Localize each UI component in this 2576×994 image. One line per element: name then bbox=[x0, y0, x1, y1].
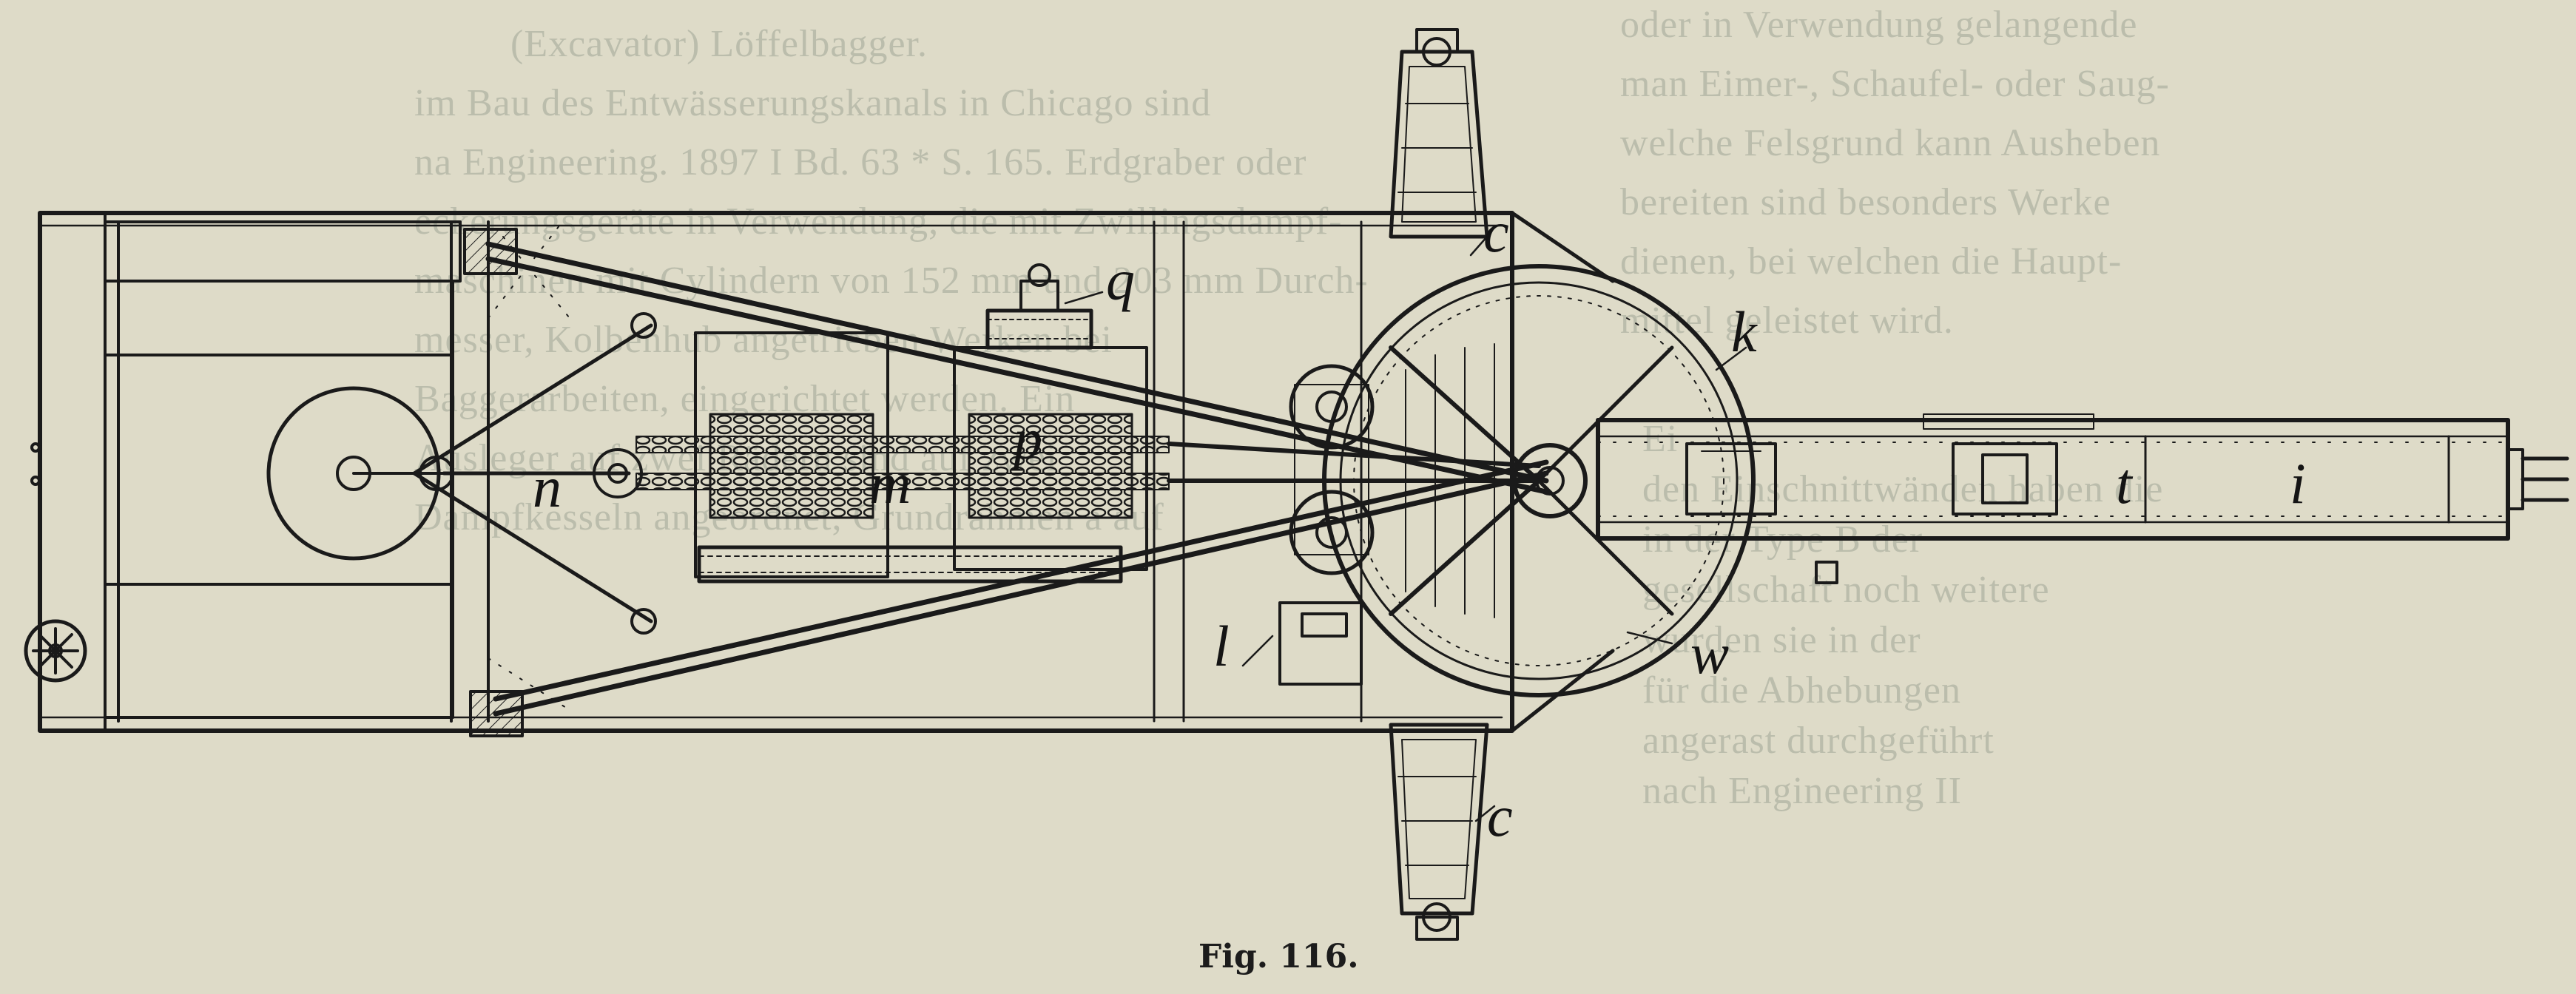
background-line: wurden sie in der bbox=[1642, 619, 1921, 661]
label-leaders bbox=[1064, 235, 1747, 822]
background-line: für die Abhebungen bbox=[1642, 669, 1962, 711]
boom-arm bbox=[1596, 413, 2569, 584]
platform-frame bbox=[38, 211, 1615, 733]
background-line: mittel geleistet wird. bbox=[1620, 300, 1954, 342]
background-line: man Eimer-, Schaufel- oder Saug- bbox=[1620, 63, 2170, 105]
label-l: l bbox=[1213, 614, 1230, 678]
label-w: w bbox=[1690, 621, 1730, 686]
pinion-q bbox=[985, 263, 1093, 350]
hand-wheel bbox=[24, 619, 87, 683]
background-line: dienen, bei welchen die Haupt- bbox=[1620, 240, 2122, 283]
label-q: q bbox=[1106, 248, 1135, 312]
background-text-right-lower: Ei den Einschnittwänden haben die in der… bbox=[1642, 414, 2163, 816]
background-line: Ei bbox=[1642, 418, 1679, 460]
label-c-bottom: c bbox=[1487, 784, 1513, 848]
background-line: bereiten sind besonders Werke bbox=[1620, 181, 2111, 223]
background-line: eckerungsgeräte in Verwendung, die mit Z… bbox=[414, 200, 1343, 243]
background-line: messer, Kolbenhub angetrieben Werken bei bbox=[414, 319, 1113, 361]
engine-linkage bbox=[412, 312, 657, 635]
corner-brackets bbox=[463, 228, 524, 737]
label-k: k bbox=[1731, 300, 1757, 364]
mast-ties bbox=[485, 241, 1549, 717]
background-line: na Engineering. 1897 I Bd. 63 * S. 165. … bbox=[414, 141, 1307, 183]
label-i: i bbox=[2290, 451, 2306, 515]
figure-caption: Fig. 116. bbox=[1198, 938, 1359, 976]
background-text-right: oder in Verwendung gelangende man Eimer-… bbox=[1620, 0, 2170, 351]
swing-circle bbox=[1322, 264, 1756, 697]
background-line: im Bau des Entwässerungskanals in Chicag… bbox=[414, 82, 1212, 124]
label-t: t bbox=[2116, 451, 2132, 515]
background-line: nach Engineering II bbox=[1642, 770, 1962, 812]
winding-drums bbox=[635, 331, 1541, 578]
label-c-top: c bbox=[1483, 200, 1509, 264]
label-n: n bbox=[533, 455, 562, 519]
background-line: gesellschaft noch weitere bbox=[1642, 569, 2050, 611]
background-line: den Einschnittwänden haben die bbox=[1642, 468, 2164, 510]
label-m: m bbox=[869, 451, 911, 515]
background-line: oder in Verwendung gelangende bbox=[1620, 4, 2138, 46]
spur-gear bbox=[697, 545, 1123, 584]
background-line: welche Felsgrund kann Ausheben bbox=[1620, 122, 2161, 164]
background-line: angerast durchgeführt bbox=[1642, 720, 1995, 762]
background-line: (Excavator) Löffelbagger. bbox=[510, 23, 928, 65]
background-line: maschinen mit Cylindern von 152 mm und 2… bbox=[414, 260, 1369, 302]
label-p: p bbox=[1014, 407, 1042, 471]
boiler-drum bbox=[30, 386, 445, 561]
sheave-wheels bbox=[1278, 364, 1375, 686]
